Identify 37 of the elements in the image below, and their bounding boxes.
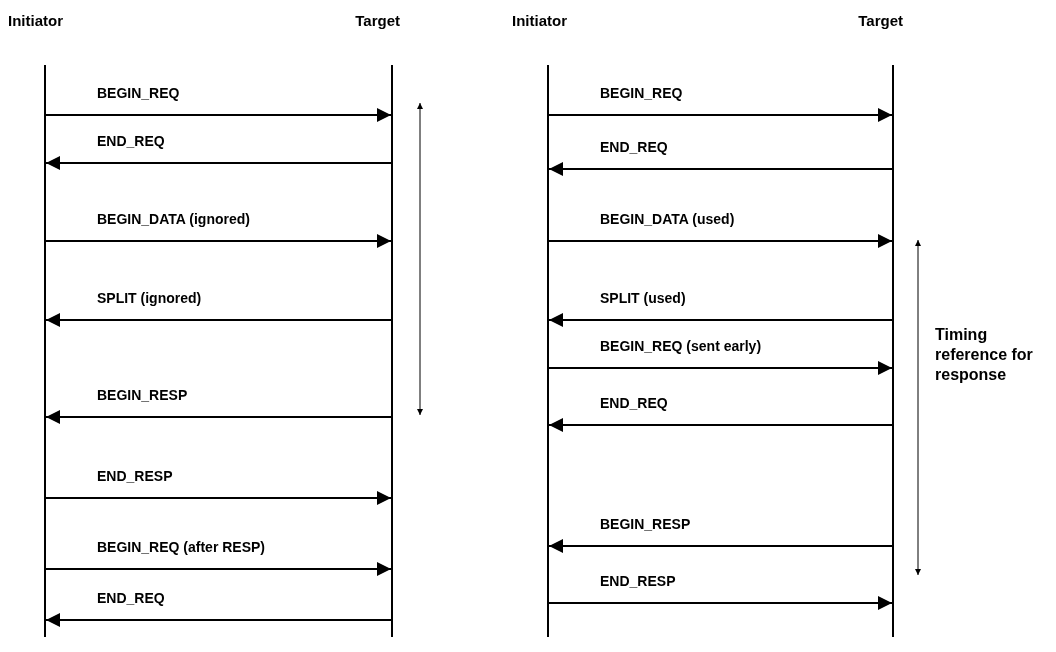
message-arrow <box>548 108 893 122</box>
message-arrow <box>548 162 893 176</box>
message-arrow <box>45 108 392 122</box>
message-arrow <box>45 410 392 424</box>
edge-label: SPLIT (ignored) <box>96 290 203 306</box>
lifeline-heading: Target <box>355 12 400 29</box>
edge-label: END_REQ <box>96 133 166 149</box>
message-arrow <box>548 361 893 375</box>
message-arrow <box>45 313 392 327</box>
edge-label: BEGIN_REQ (after RESP) <box>96 539 267 555</box>
edge-label: END_RESP <box>96 468 174 484</box>
message-arrow <box>548 234 893 248</box>
edge-label: BEGIN_REQ (sent early) <box>599 338 763 354</box>
edge-label: END_REQ <box>96 590 166 606</box>
edge-label: END_RESP <box>599 573 677 589</box>
message-arrow <box>548 539 893 553</box>
edge-label: BEGIN_DATA (ignored) <box>96 211 251 227</box>
edge-label: SPLIT (used) <box>599 290 687 306</box>
message-arrow <box>45 234 392 248</box>
message-arrow <box>548 418 893 432</box>
message-arrow <box>548 313 893 327</box>
message-arrow <box>45 613 392 627</box>
edge-label: BEGIN_RESP <box>599 516 692 532</box>
message-arrow <box>45 491 392 505</box>
edge-label: BEGIN_REQ <box>599 85 684 101</box>
lifeline-heading: Initiator <box>8 12 63 29</box>
edge-label: END_REQ <box>599 139 669 155</box>
lifeline-heading: Initiator <box>512 12 567 29</box>
edge-label: BEGIN_REQ <box>96 85 181 101</box>
lifeline-heading: Target <box>858 12 903 29</box>
timing-note: Timing reference for response <box>935 325 1034 385</box>
edge-label: END_REQ <box>599 395 669 411</box>
message-arrow <box>548 596 893 610</box>
edge-label: BEGIN_RESP <box>96 387 189 403</box>
message-arrow <box>45 562 392 576</box>
edge-label: BEGIN_DATA (used) <box>599 211 736 227</box>
message-arrow <box>45 156 392 170</box>
